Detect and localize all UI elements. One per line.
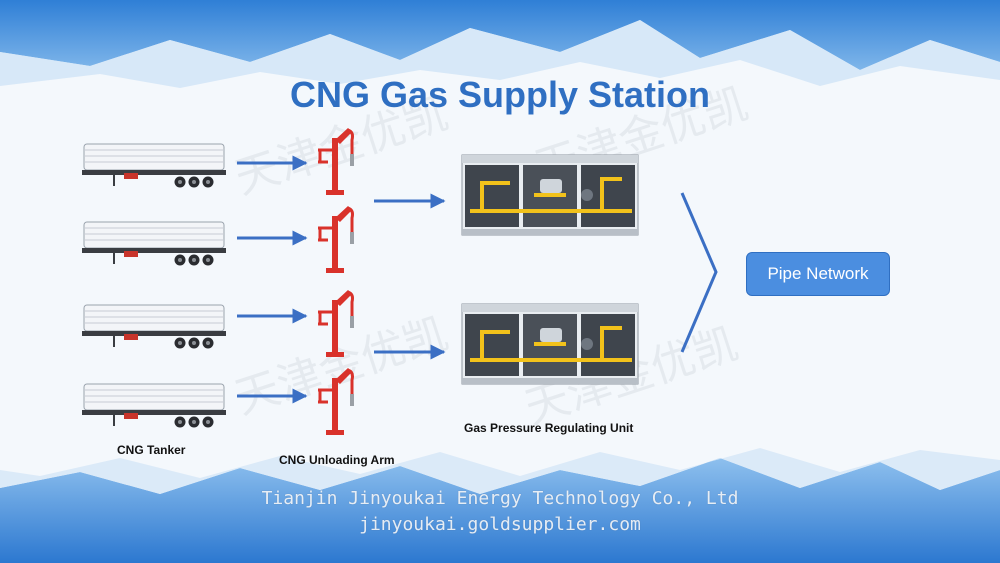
page-title: CNG Gas Supply Station [289, 74, 711, 115]
tanker-3 [81, 304, 227, 350]
chevron-right-icon [680, 192, 718, 353]
tanker-1 [81, 143, 227, 189]
label-regulating-unit: Gas Pressure Regulating Unit [464, 421, 634, 435]
unloading-arm-4 [316, 366, 356, 437]
regulating-unit-2 [460, 302, 640, 386]
unloading-arm-2 [316, 204, 356, 275]
label-unloading-arm: CNG Unloading Arm [279, 453, 395, 467]
tanker-2 [81, 221, 227, 267]
footer-website: jinyoukai.goldsupplier.com [359, 514, 641, 535]
footer-company: Tianjin Jinyoukai Energy Technology Co.,… [261, 488, 739, 509]
unloading-arm-1 [316, 126, 356, 197]
unloading-arm-3 [316, 288, 356, 359]
label-cng-tanker: CNG Tanker [117, 443, 186, 457]
tanker-4 [81, 383, 227, 429]
regulating-unit-1 [460, 153, 640, 237]
pipe-network-box: Pipe Network [746, 252, 890, 296]
